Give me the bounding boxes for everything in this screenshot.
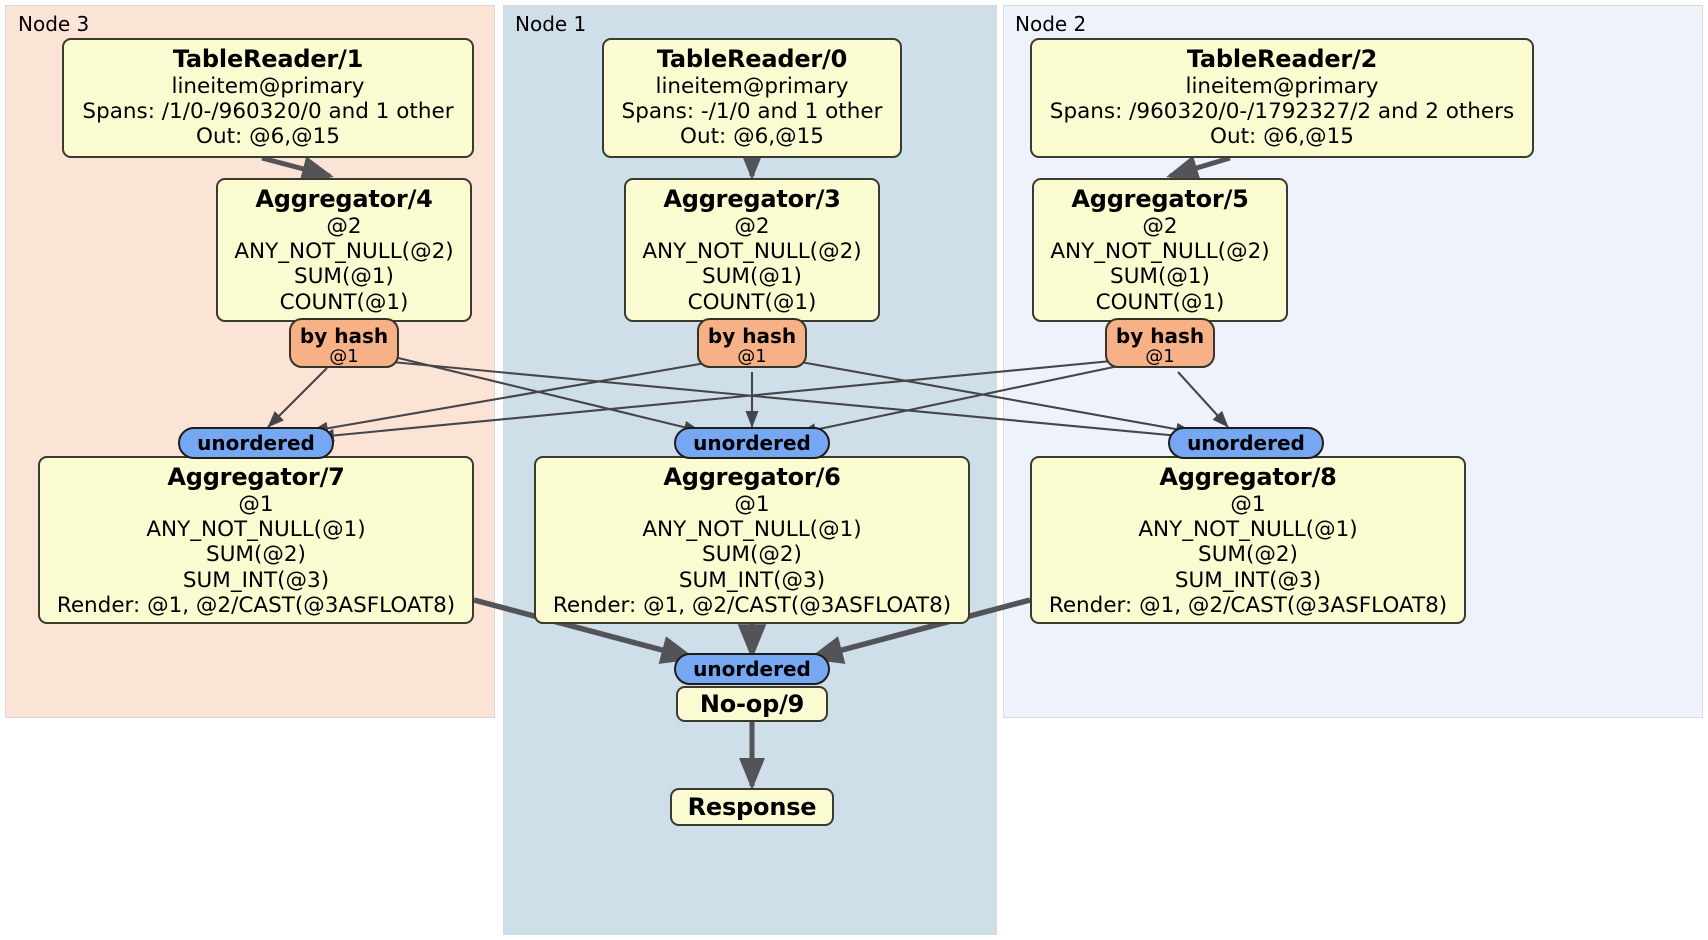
processor-aggregator-8[interactable]: Aggregator/8 @1 ANY_NOT_NULL(@1) SUM(@2)… bbox=[1030, 456, 1466, 624]
processor-line: Render: @1, @2/CAST(@3ASFLOAT8) bbox=[552, 592, 952, 618]
processor-line: @2 bbox=[734, 214, 770, 240]
processor-aggregator-4[interactable]: Aggregator/4 @2 ANY_NOT_NULL(@2) SUM(@1)… bbox=[216, 178, 472, 322]
processor-line: lineitem@primary bbox=[655, 74, 849, 100]
processor-title: No-op/9 bbox=[699, 689, 805, 718]
hash-router-right[interactable]: by hash @1 bbox=[1105, 318, 1215, 368]
processor-noop-9[interactable]: No-op/9 bbox=[676, 686, 828, 722]
hash-router-column: @1 bbox=[1145, 346, 1175, 368]
synchronizer-final[interactable]: unordered bbox=[674, 653, 830, 685]
processor-table-reader-1[interactable]: TableReader/1 lineitem@primary Spans: /1… bbox=[62, 38, 474, 158]
processor-line: Render: @1, @2/CAST(@3ASFLOAT8) bbox=[56, 592, 456, 618]
processor-line: SUM(@1) bbox=[294, 264, 394, 290]
processor-line: @2 bbox=[326, 214, 362, 240]
processor-line: ANY_NOT_NULL(@2) bbox=[642, 239, 862, 265]
processor-line: Out: @6,@15 bbox=[1210, 124, 1354, 150]
processor-aggregator-6[interactable]: Aggregator/6 @1 ANY_NOT_NULL(@1) SUM(@2)… bbox=[534, 456, 970, 624]
processor-line: SUM_INT(@3) bbox=[182, 567, 330, 593]
hash-router-column: @1 bbox=[737, 346, 767, 368]
processor-line: SUM(@2) bbox=[702, 542, 802, 568]
processor-title: TableReader/2 bbox=[1186, 45, 1378, 73]
processor-table-reader-2[interactable]: TableReader/2 lineitem@primary Spans: /9… bbox=[1030, 38, 1534, 158]
hash-router-left[interactable]: by hash @1 bbox=[289, 318, 399, 368]
processor-title: Aggregator/8 bbox=[1159, 463, 1337, 491]
node-label-node1: Node 1 bbox=[515, 12, 587, 36]
processor-line: COUNT(@1) bbox=[687, 289, 817, 315]
processor-line: Render: @1, @2/CAST(@3ASFLOAT8) bbox=[1048, 592, 1448, 618]
processor-line: SUM(@1) bbox=[702, 264, 802, 290]
processor-line: ANY_NOT_NULL(@2) bbox=[234, 239, 454, 265]
processor-line: COUNT(@1) bbox=[279, 289, 409, 315]
processor-line: Spans: /1/0-/960320/0 and 1 other bbox=[82, 99, 454, 125]
processor-line: Out: @6,@15 bbox=[196, 124, 340, 150]
hash-router-mid[interactable]: by hash @1 bbox=[697, 318, 807, 368]
processor-line: SUM(@2) bbox=[206, 542, 306, 568]
processor-title: TableReader/0 bbox=[656, 45, 848, 73]
processor-response[interactable]: Response bbox=[670, 788, 834, 826]
hash-router-label: by hash bbox=[707, 324, 797, 348]
processor-line: @1 bbox=[238, 492, 274, 518]
processor-line: lineitem@primary bbox=[171, 74, 365, 100]
processor-line: Spans: -/1/0 and 1 other bbox=[621, 99, 883, 125]
hash-router-label: by hash bbox=[299, 324, 389, 348]
processor-line: Spans: /960320/0-/1792327/2 and 2 others bbox=[1049, 99, 1515, 125]
processor-title: TableReader/1 bbox=[172, 45, 364, 73]
synchronizer-mid[interactable]: unordered bbox=[674, 427, 830, 459]
processor-line: SUM(@2) bbox=[1198, 542, 1298, 568]
processor-title: Aggregator/6 bbox=[663, 463, 841, 491]
node-label-node2: Node 2 bbox=[1015, 12, 1087, 36]
synchronizer-right[interactable]: unordered bbox=[1168, 427, 1324, 459]
processor-table-reader-0[interactable]: TableReader/0 lineitem@primary Spans: -/… bbox=[602, 38, 902, 158]
processor-line: ANY_NOT_NULL(@2) bbox=[1050, 239, 1270, 265]
processor-line: Out: @6,@15 bbox=[680, 124, 824, 150]
processor-title: Aggregator/5 bbox=[1071, 185, 1249, 213]
processor-line: @1 bbox=[734, 492, 770, 518]
synchronizer-left[interactable]: unordered bbox=[178, 427, 334, 459]
node-label-node3: Node 3 bbox=[18, 12, 90, 36]
hash-router-column: @1 bbox=[329, 346, 359, 368]
processor-line: COUNT(@1) bbox=[1095, 289, 1225, 315]
processor-title: Aggregator/3 bbox=[663, 185, 841, 213]
hash-router-label: by hash bbox=[1115, 324, 1205, 348]
processor-line: SUM_INT(@3) bbox=[678, 567, 826, 593]
processor-title: Aggregator/4 bbox=[255, 185, 433, 213]
processor-line: ANY_NOT_NULL(@1) bbox=[146, 517, 366, 543]
processor-line: SUM_INT(@3) bbox=[1174, 567, 1322, 593]
processor-aggregator-7[interactable]: Aggregator/7 @1 ANY_NOT_NULL(@1) SUM(@2)… bbox=[38, 456, 474, 624]
processor-line: ANY_NOT_NULL(@1) bbox=[1138, 517, 1358, 543]
processor-line: lineitem@primary bbox=[1185, 74, 1379, 100]
processor-title: Response bbox=[687, 792, 817, 821]
processor-line: SUM(@1) bbox=[1110, 264, 1210, 290]
processor-title: Aggregator/7 bbox=[167, 463, 345, 491]
processor-line: ANY_NOT_NULL(@1) bbox=[642, 517, 862, 543]
processor-line: @1 bbox=[1230, 492, 1266, 518]
processor-aggregator-3[interactable]: Aggregator/3 @2 ANY_NOT_NULL(@2) SUM(@1)… bbox=[624, 178, 880, 322]
processor-line: @2 bbox=[1142, 214, 1178, 240]
processor-aggregator-5[interactable]: Aggregator/5 @2 ANY_NOT_NULL(@2) SUM(@1)… bbox=[1032, 178, 1288, 322]
